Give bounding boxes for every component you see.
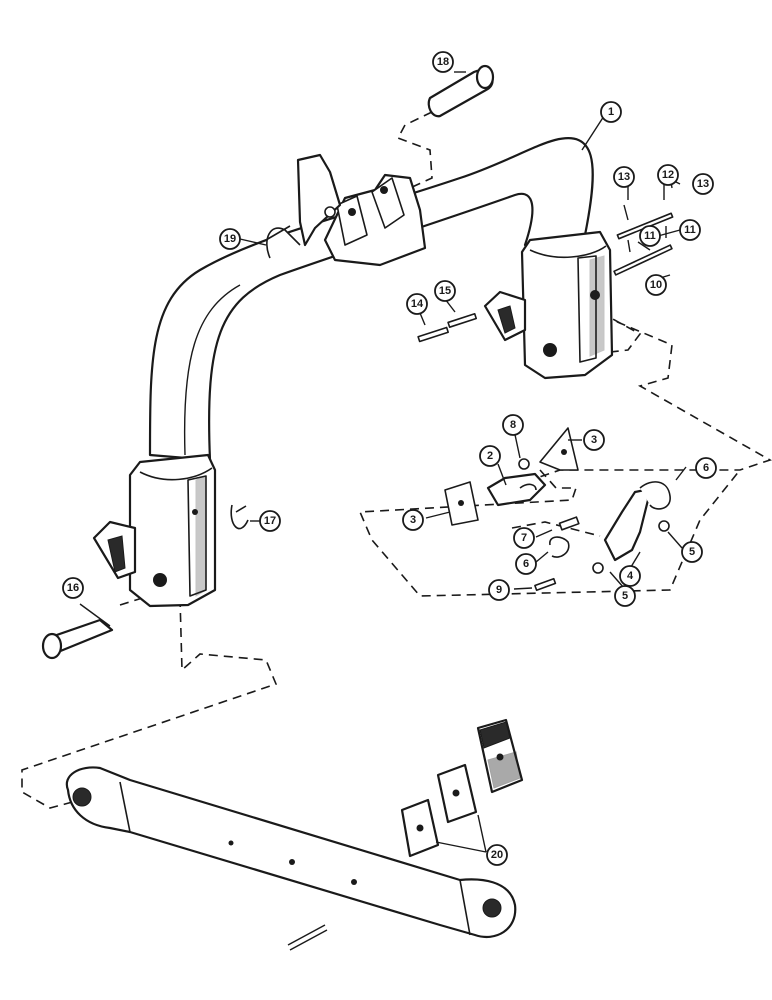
callout-7: 7	[513, 527, 535, 549]
svg-text:2: 2	[487, 450, 493, 462]
callout-18: 18	[432, 51, 454, 73]
callout-8: 8	[502, 414, 524, 436]
callout-2: 2	[479, 445, 501, 467]
svg-text:3: 3	[410, 514, 416, 526]
svg-text:18: 18	[437, 56, 449, 68]
callout-17: 17	[259, 510, 281, 532]
callout-5-right: 5	[681, 541, 703, 563]
hairpin-clip-17	[230, 504, 249, 530]
callout-19: 19	[219, 228, 241, 250]
svg-text:17: 17	[264, 515, 276, 527]
callouts: 1 2 3 3 4 5 5 6 6 7 8 9 10 11 11 12 13 1…	[62, 51, 717, 866]
latch-assembly	[444, 427, 671, 592]
svg-text:13: 13	[618, 171, 630, 183]
svg-text:9: 9	[496, 584, 502, 596]
callout-3-left: 3	[402, 509, 424, 531]
svg-text:4: 4	[627, 570, 634, 582]
svg-text:11: 11	[644, 230, 656, 242]
callout-10: 10	[645, 274, 667, 296]
hairpin-clip-19	[265, 225, 301, 259]
pins-14-15	[417, 312, 478, 343]
stamped-marking	[287, 924, 328, 951]
callout-13-left: 13	[613, 166, 635, 188]
callout-6-right: 6	[695, 457, 717, 479]
callout-9: 9	[488, 579, 510, 601]
svg-text:5: 5	[689, 546, 695, 558]
svg-text:7: 7	[521, 532, 527, 544]
shim-plates	[400, 718, 524, 858]
svg-text:14: 14	[411, 298, 424, 310]
svg-text:6: 6	[523, 558, 529, 570]
svg-text:16: 16	[67, 582, 79, 594]
callout-15: 15	[434, 280, 456, 302]
callout-5-lower: 5	[614, 585, 636, 607]
svg-text:13: 13	[697, 178, 709, 190]
svg-text:15: 15	[439, 285, 451, 297]
pins-10-13	[613, 174, 674, 276]
callout-11-right: 11	[679, 219, 701, 241]
svg-text:11: 11	[684, 224, 696, 236]
callout-12: 12	[657, 164, 679, 186]
callout-13-right: 13	[692, 173, 714, 195]
callout-4: 4	[619, 565, 641, 587]
svg-text:1: 1	[608, 106, 614, 118]
svg-text:5: 5	[622, 590, 628, 602]
svg-text:12: 12	[662, 169, 674, 181]
svg-text:3: 3	[591, 434, 597, 446]
upper-link-support-tube	[92, 137, 614, 608]
callout-16: 16	[62, 577, 84, 599]
pin-16	[41, 618, 114, 660]
callout-14: 14	[406, 293, 428, 315]
callout-1: 1	[600, 101, 622, 123]
svg-text:20: 20	[491, 849, 503, 861]
callout-11-left: 11	[639, 225, 661, 247]
callout-3-right: 3	[583, 429, 605, 451]
callout-6-left: 6	[515, 553, 537, 575]
callout-20: 20	[486, 844, 508, 866]
pin-18	[427, 64, 495, 118]
svg-text:8: 8	[510, 419, 516, 431]
svg-text:10: 10	[650, 279, 662, 291]
leader-lines	[79, 71, 687, 853]
svg-text:6: 6	[703, 462, 709, 474]
lower-link-arm	[65, 766, 517, 939]
svg-text:19: 19	[224, 233, 236, 245]
